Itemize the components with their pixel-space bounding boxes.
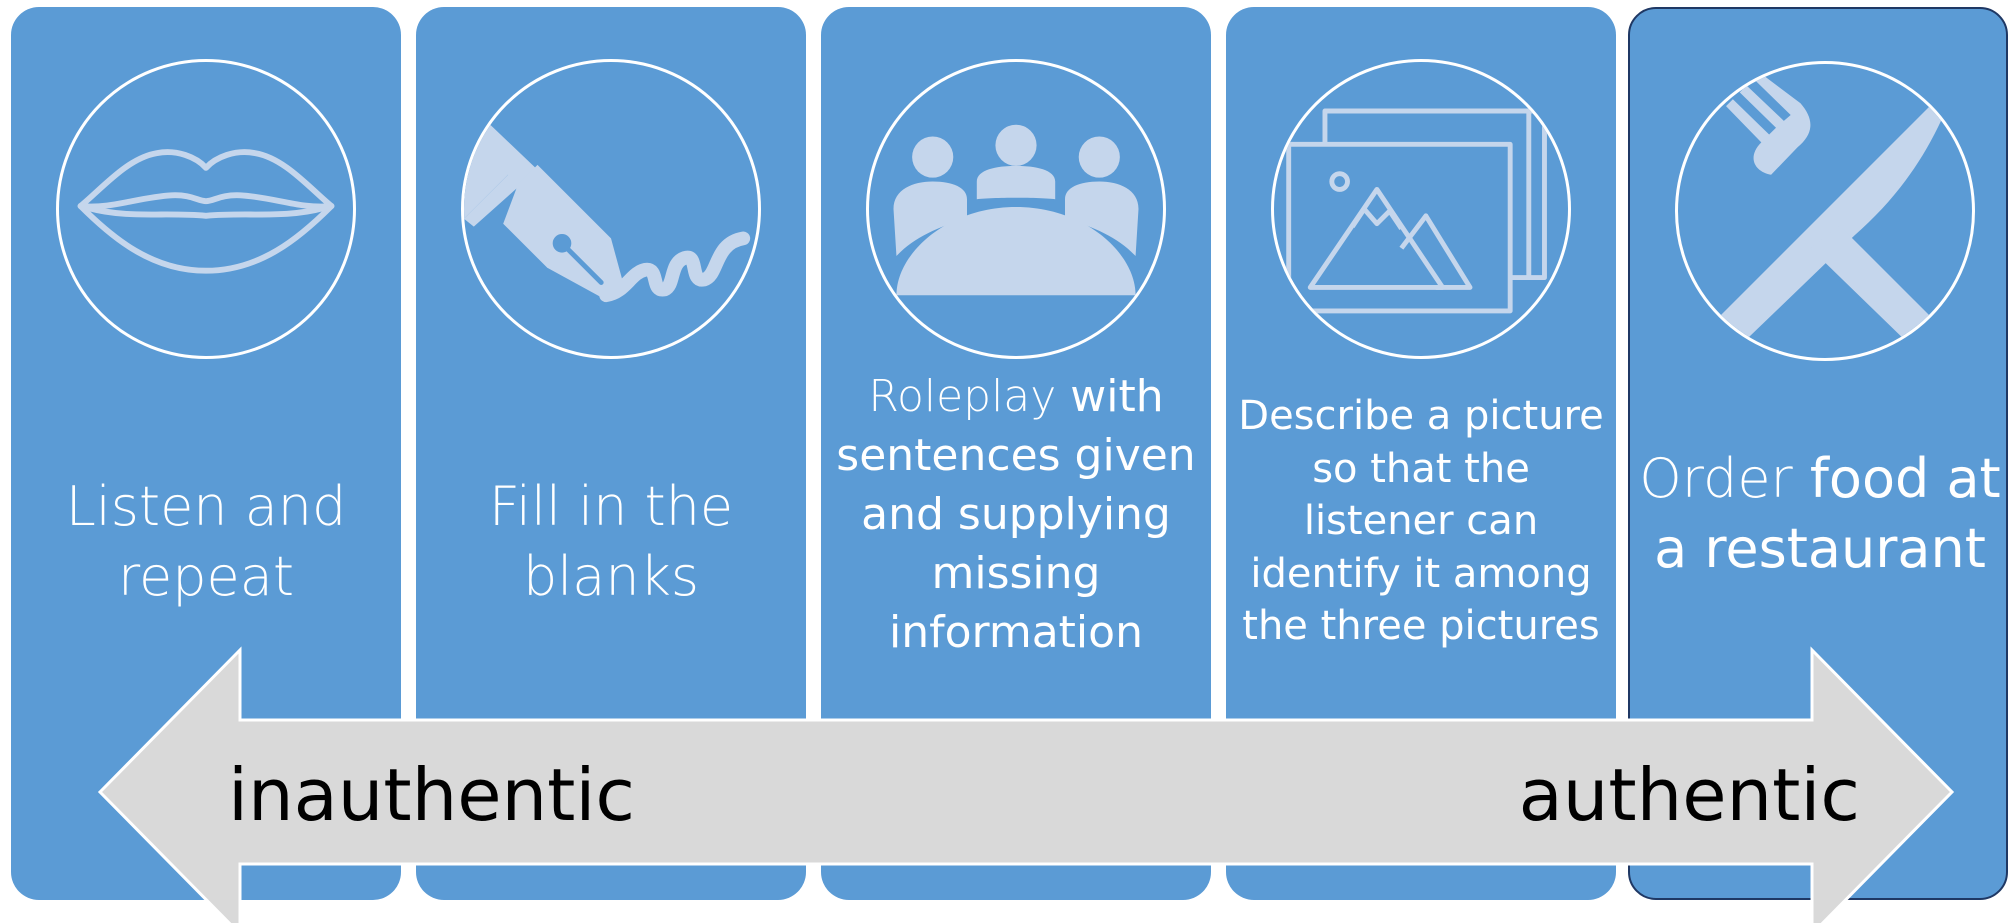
arrow-right-label: authentic: [1518, 753, 1860, 837]
icon-circle: [1675, 61, 1975, 361]
icon-circle: [461, 59, 761, 359]
card-caption: Order food at a restaurant: [1639, 447, 2001, 580]
card-roleplay: Roleplay with sentences given and supply…: [821, 7, 1211, 900]
icon-circle: [1271, 59, 1571, 359]
pictures-icon: [1286, 108, 1547, 314]
fork-knife-icon: [1697, 73, 1946, 358]
card-caption: Roleplay with sentences given and supply…: [836, 371, 1196, 658]
card-caption: Fill in the blanks: [488, 475, 734, 608]
icon-circle: [56, 59, 356, 359]
lips-icon: [77, 149, 335, 274]
icon-circle: [866, 59, 1166, 359]
fountain-pen-icon: [464, 109, 751, 303]
card-caption: Describe a picture so that the listener …: [1238, 393, 1604, 649]
arrow-left-label: inauthentic: [228, 753, 636, 837]
meeting-icon: [893, 124, 1139, 296]
card-caption: Listen and repeat: [65, 475, 347, 608]
